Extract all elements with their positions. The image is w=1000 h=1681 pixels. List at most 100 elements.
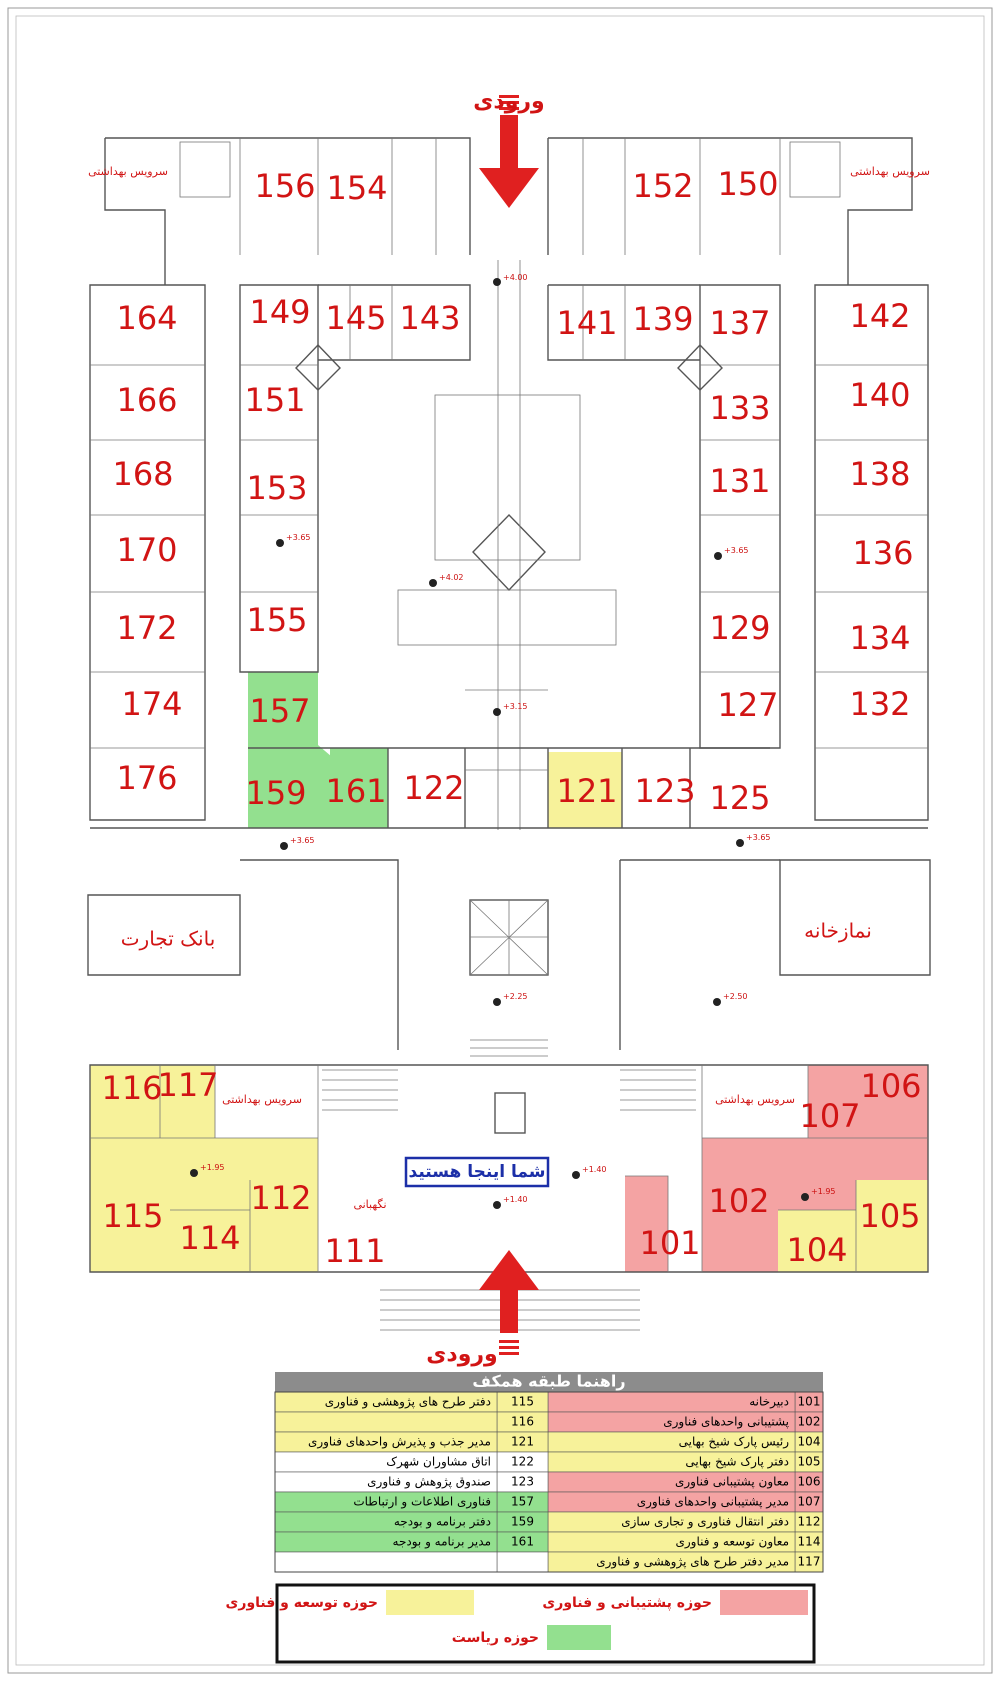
legend-room-code: 157 <box>511 1495 534 1509</box>
room-104[interactable]: 104 <box>786 1231 847 1269</box>
legend-room-code: 122 <box>511 1455 534 1469</box>
room-115[interactable]: 115 <box>102 1197 163 1235</box>
room-114[interactable]: 114 <box>179 1219 240 1257</box>
key-swatch-support <box>720 1590 808 1615</box>
room-145[interactable]: 145 <box>325 299 386 337</box>
zone-fills <box>90 672 928 1272</box>
room-139[interactable]: 139 <box>632 300 693 338</box>
restroom-label-north-right: سرویس بهداشتی <box>850 165 930 178</box>
elevation-marker: +3.65 <box>290 836 315 845</box>
legend-room-code: 121 <box>511 1435 534 1449</box>
room-138[interactable]: 138 <box>849 455 910 493</box>
room-168[interactable]: 168 <box>112 455 173 493</box>
room-174[interactable]: 174 <box>121 685 182 723</box>
room-132[interactable]: 132 <box>849 685 910 723</box>
legend-room-code-cell <box>496 1551 549 1573</box>
guard-label: نگهبانی <box>353 1198 386 1211</box>
room-107[interactable]: 107 <box>799 1097 860 1135</box>
room-137[interactable]: 137 <box>709 304 770 342</box>
room-154[interactable]: 154 <box>326 169 387 207</box>
elevation-marker: +1.40 <box>503 1195 528 1204</box>
legend-room-description-cell <box>274 1411 498 1433</box>
room-156[interactable]: 156 <box>254 167 315 205</box>
room-152[interactable]: 152 <box>632 167 693 205</box>
room-121[interactable]: 121 <box>556 772 617 810</box>
room-117[interactable]: 117 <box>157 1066 218 1104</box>
room-155[interactable]: 155 <box>246 601 307 639</box>
restroom-label-south-right: سرویس بهداشتی <box>715 1093 795 1106</box>
legend-room-description: معاون توسعه و فناوری <box>675 1535 789 1550</box>
room-131[interactable]: 131 <box>709 462 770 500</box>
legend-room-description: دبیرخانه <box>749 1395 789 1410</box>
legend-room-description: دفتر طرح های پژوهشی و فناوری <box>325 1395 491 1410</box>
legend-header <box>275 1372 823 1392</box>
legend-room-description-cell <box>274 1551 498 1573</box>
room-111[interactable]: 111 <box>324 1232 385 1270</box>
legend-room-description: دفتر برنامه و بودجه <box>394 1515 491 1530</box>
room-136[interactable]: 136 <box>852 534 913 572</box>
room-129[interactable]: 129 <box>709 609 770 647</box>
legend-room-description: صندوق پژوهش و فناوری <box>367 1475 491 1490</box>
elevation-marker: +3.15 <box>503 702 528 711</box>
room-161[interactable]: 161 <box>325 772 386 810</box>
key-label-support: حوزه پشتیبانی و فناوری <box>542 1595 712 1611</box>
legend-room-description: پشتیبانی واحدهای فناوری <box>663 1415 789 1430</box>
room-172[interactable]: 172 <box>116 609 177 647</box>
room-159[interactable]: 159 <box>245 774 306 812</box>
room-153[interactable]: 153 <box>246 469 307 507</box>
elevation-marker: +4.02 <box>439 573 464 582</box>
legend-room-code: 161 <box>511 1535 534 1549</box>
elevation-marker: +1.40 <box>582 1165 607 1174</box>
room-127[interactable]: 127 <box>717 686 778 724</box>
building-walls <box>87 137 931 1331</box>
legend-room-code: 114 <box>798 1535 821 1549</box>
elevation-marker: +4.00 <box>503 273 528 282</box>
elevation-marker: +3.65 <box>286 533 311 542</box>
legend-room-code: 117 <box>798 1555 821 1569</box>
elevation-marker: +2.50 <box>723 992 748 1001</box>
legend-room-code: 123 <box>511 1475 534 1489</box>
room-176[interactable]: 176 <box>116 759 177 797</box>
room-164[interactable]: 164 <box>116 299 177 337</box>
room-122[interactable]: 122 <box>403 769 464 807</box>
elevation-marker: +3.65 <box>724 546 749 555</box>
entrance-label-top: ورودی <box>473 89 544 114</box>
room-133[interactable]: 133 <box>709 389 770 427</box>
room-140[interactable]: 140 <box>849 376 910 414</box>
legend-room-description: دفتر پارک شیخ بهایی <box>685 1455 789 1470</box>
room-166[interactable]: 166 <box>116 381 177 419</box>
room-102[interactable]: 102 <box>708 1182 769 1220</box>
restroom-label-north-left: سرویس بهداشتی <box>88 165 168 178</box>
legend-room-code: 116 <box>511 1415 534 1429</box>
legend-title: راهنما طبقه همکف <box>472 1372 625 1391</box>
elevation-marker: +3.65 <box>746 833 771 842</box>
room-141[interactable]: 141 <box>556 304 617 342</box>
legend-room-code: 115 <box>511 1395 534 1409</box>
legend-room-code: 159 <box>511 1515 534 1529</box>
key-swatch-presidency <box>547 1625 611 1650</box>
room-112[interactable]: 112 <box>250 1179 311 1217</box>
elevation-markers: +4.00 +3.65 +4.02 +3.65 +3.15 +3.65 +3.6… <box>190 273 836 1209</box>
room-134[interactable]: 134 <box>849 619 910 657</box>
room-125[interactable]: 125 <box>709 779 770 817</box>
room-150[interactable]: 150 <box>717 165 778 203</box>
room-170[interactable]: 170 <box>116 531 177 569</box>
room-149[interactable]: 149 <box>249 293 310 331</box>
room-142[interactable]: 142 <box>849 297 910 335</box>
legend-room-description: دفتر انتقال فناوری و تجاری سازی <box>621 1515 789 1530</box>
room-157[interactable]: 157 <box>249 692 310 730</box>
room-101[interactable]: 101 <box>639 1224 700 1262</box>
room-116[interactable]: 116 <box>101 1069 162 1107</box>
room-143[interactable]: 143 <box>399 299 460 337</box>
legend-room-description: مدیر جذب و پذیرش واحدهای فناوری <box>308 1435 491 1450</box>
room-151[interactable]: 151 <box>244 381 305 419</box>
legend-room-code: 107 <box>798 1495 821 1509</box>
room-106[interactable]: 106 <box>860 1067 921 1105</box>
legend-room-description: رئیس پارک شیخ بهایی <box>679 1435 790 1450</box>
room-105[interactable]: 105 <box>859 1197 920 1235</box>
legend-room-description: معاون پشتیبانی فناوری <box>675 1475 789 1490</box>
key-label-development: حوزه توسعه و فناوری <box>226 1595 378 1611</box>
legend-room-code: 104 <box>798 1435 821 1449</box>
room-123[interactable]: 123 <box>634 772 695 810</box>
